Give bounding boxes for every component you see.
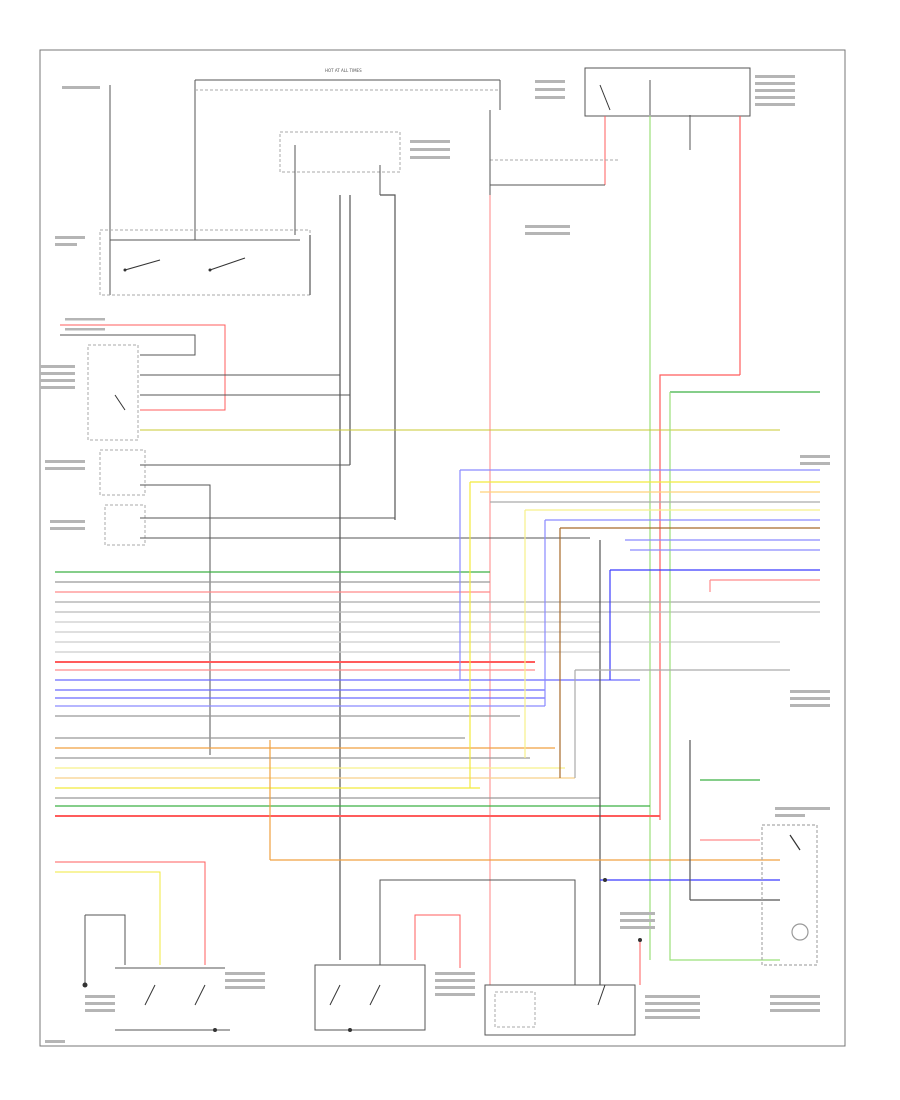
- label-placeholders: [40, 75, 830, 1043]
- relay-box-top-right: [584, 67, 751, 117]
- diagram-frame: [39, 49, 846, 1047]
- vertical-wires: [309, 116, 741, 985]
- bottom-section: [55, 861, 642, 1036]
- top-section: HOT AT ALL TIMES: [99, 67, 751, 296]
- harness-horizontal: [55, 571, 820, 817]
- left-components: [60, 324, 780, 755]
- switch-box-bottom-center: [314, 964, 426, 1031]
- fuse-bus-label: HOT AT ALL TIMES: [325, 68, 362, 73]
- module-box-bottom-right: [484, 984, 636, 1036]
- right-side-wires: [269, 391, 820, 985]
